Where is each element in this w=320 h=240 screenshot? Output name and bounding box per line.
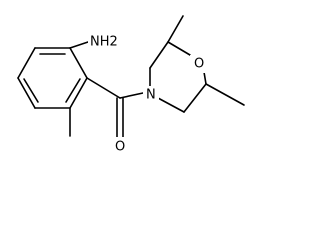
benzene-ring	[17, 47, 88, 109]
chemical-structure-diagram: NH2 O N O	[17, 15, 245, 155]
bond-morph-c4-n	[157, 97, 185, 113]
atom-label-carbonyl-oxygen: O	[115, 140, 125, 155]
bond-ring-5-6	[17, 77, 36, 109]
bond-morph-methyl-top	[167, 15, 184, 43]
bond-amine	[69, 41, 89, 49]
bond-aryl-carbonyl	[86, 77, 121, 99]
atom-label-ring-nitrogen: N	[146, 88, 156, 103]
bond-ring-inner-right	[65, 78, 81, 103]
morpholine-ring	[149, 41, 207, 113]
bond-ring-6-1	[17, 47, 36, 79]
atom-label-amine: NH2	[90, 35, 118, 50]
bond-morph-c1-c2	[149, 41, 169, 69]
bond-morph-c2-o	[167, 41, 191, 56]
bond-ring-inner-left	[23, 78, 39, 103]
bond-ring-2-3	[69, 47, 88, 79]
bond-carbonyl-n	[119, 92, 144, 99]
bond-morph-methyl-right	[205, 83, 245, 106]
bond-morph-o-c3	[203, 71, 207, 85]
bond-ring-3-4	[69, 77, 88, 109]
atom-label-ring-oxygen: O	[194, 57, 204, 72]
bond-morph-c3-c4	[183, 83, 207, 113]
